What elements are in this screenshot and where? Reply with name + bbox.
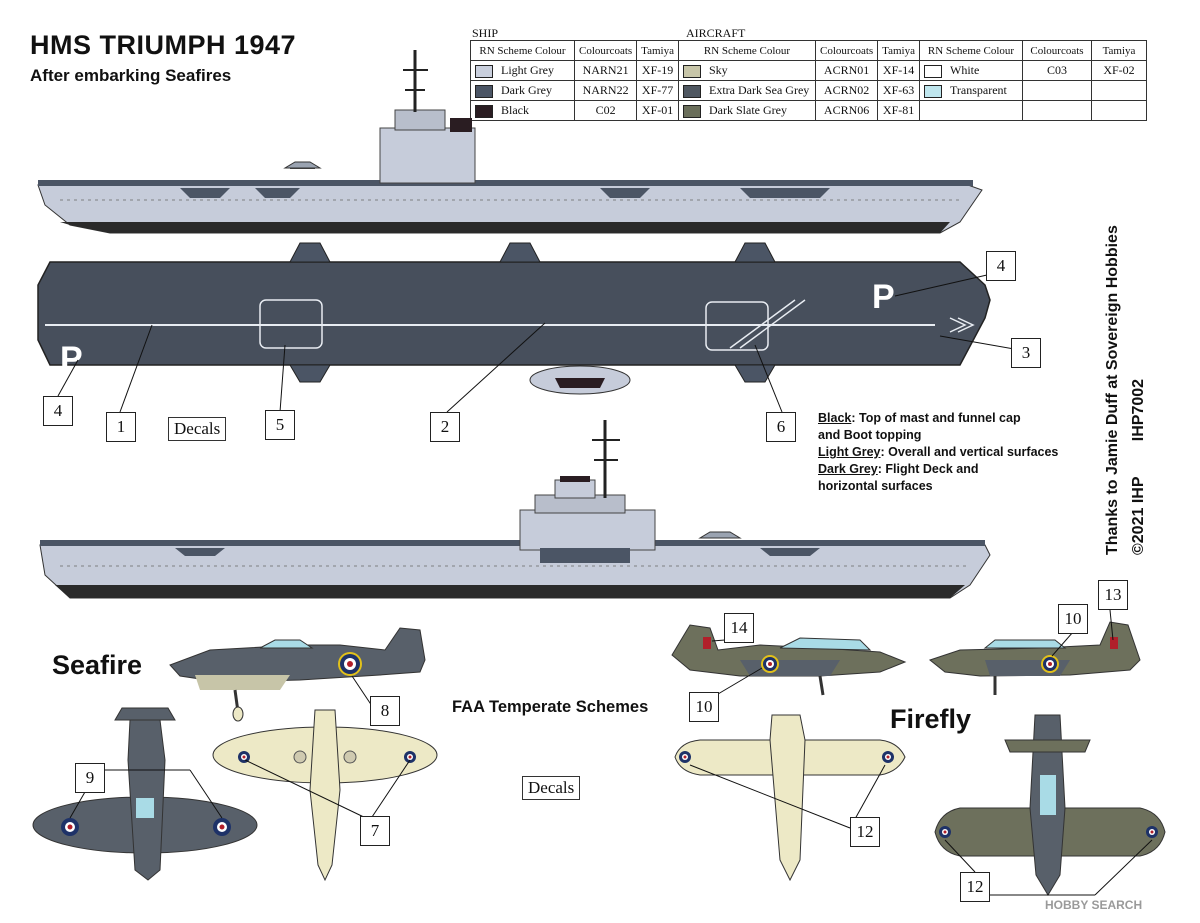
firefly-side-view-right bbox=[928, 621, 1141, 695]
callout-6: 6 bbox=[766, 412, 796, 442]
legend-colourcoats-code: C02 bbox=[573, 100, 638, 121]
credit-line-1: Thanks to Jamie Duff at Sovereign Hobbie… bbox=[1104, 225, 1121, 555]
seafire-plan-upper bbox=[32, 707, 258, 881]
decals-label-top: Decals bbox=[168, 417, 227, 441]
firefly-label: Firefly bbox=[890, 704, 972, 734]
credit-text: Thanks to Jamie Duff at Sovereign Hobbie… bbox=[1100, 225, 1152, 555]
callout-9: 9 bbox=[75, 763, 105, 793]
ship-profile-starboard bbox=[37, 50, 983, 234]
legend-tamiya-code: XF-63 bbox=[877, 80, 920, 101]
deck-letter-aft: P bbox=[60, 340, 83, 378]
note-text: : Overall and vertical surfaces bbox=[880, 445, 1059, 459]
seafire-side-view bbox=[169, 627, 426, 722]
callout-10-left: 10 bbox=[689, 692, 719, 722]
callout-2: 2 bbox=[430, 412, 460, 442]
colour-notes: Black: Top of mast and funnel cap and Bo… bbox=[818, 410, 1058, 495]
note-text: : Flight Deck and bbox=[877, 462, 979, 476]
callout-14: 14 bbox=[724, 613, 754, 643]
note-line: Light Grey: Overall and vertical surface… bbox=[818, 444, 1058, 461]
legend-colour-name: Black bbox=[501, 103, 529, 117]
schemes-label: FAA Temperate Schemes bbox=[452, 698, 649, 716]
callout-10-right: 10 bbox=[1058, 604, 1088, 634]
note-text: : Top of mast and funnel cap bbox=[851, 411, 1021, 425]
firefly-plan-lower bbox=[674, 714, 906, 882]
legend-ship-heading: SHIP bbox=[472, 26, 499, 40]
legend-colour-name: White bbox=[950, 63, 980, 77]
callout-8: 8 bbox=[370, 696, 400, 726]
callout-4-fwd: 4 bbox=[986, 251, 1016, 281]
callout-3: 3 bbox=[1011, 338, 1041, 368]
note-line: Dark Grey: Flight Deck and bbox=[818, 461, 1058, 478]
note-key: Light Grey bbox=[818, 445, 881, 459]
swatch-extra-dark-sea-grey bbox=[683, 84, 701, 98]
leader-lines bbox=[57, 274, 1153, 896]
callout-13: 13 bbox=[1098, 580, 1128, 610]
ship-profile-port bbox=[39, 420, 991, 599]
legend-colour-name: Light Grey bbox=[501, 63, 554, 77]
legend-tamiya-code: XF-81 bbox=[877, 100, 920, 121]
callout-1: 1 bbox=[106, 412, 136, 442]
decals-label-bottom: Decals bbox=[522, 776, 581, 800]
watermark: HOBBY SEARCH bbox=[1045, 898, 1143, 912]
firefly-plan-upper bbox=[934, 714, 1166, 896]
legend-colour-name: Transparent bbox=[950, 83, 1007, 97]
legend-col-tamiya: Tamiya bbox=[1091, 40, 1147, 61]
callout-4-aft: 4 bbox=[43, 396, 73, 426]
legend-row: Black C02 XF-01 Dark Slate Grey ACRN06 X… bbox=[470, 100, 1147, 121]
note-text: and Boot topping bbox=[818, 428, 922, 442]
swatch-dark-grey bbox=[475, 84, 493, 98]
callout-12-upper: 12 bbox=[960, 872, 990, 902]
swatch-black bbox=[475, 104, 493, 118]
firefly-side-view-left bbox=[671, 624, 907, 696]
legend-aircraft-heading: AIRCRAFT bbox=[686, 26, 746, 40]
swatch-dark-slate-grey bbox=[683, 104, 701, 118]
legend-colour-name: Dark Grey bbox=[501, 83, 552, 97]
legend-colourcoats-code: ACRN01 bbox=[814, 60, 879, 81]
legend-col-colourcoats: Colourcoats bbox=[1022, 40, 1092, 61]
note-line: Black: Top of mast and funnel cap bbox=[818, 410, 1058, 427]
swatch-white bbox=[924, 64, 942, 78]
legend-colourcoats-code: ACRN06 bbox=[814, 100, 879, 121]
legend-col-scheme: RN Scheme Colour bbox=[919, 40, 1023, 61]
legend-row: Light Grey NARN21 XF-19 Sky ACRN01 XF-14… bbox=[470, 60, 1147, 81]
legend-tamiya-code: XF-02 bbox=[1091, 60, 1147, 81]
note-key: Black bbox=[818, 411, 852, 425]
deck-letter-fwd: P bbox=[872, 278, 895, 316]
legend-colour-name: Sky bbox=[709, 63, 728, 77]
legend-col-scheme: RN Scheme Colour bbox=[470, 40, 575, 61]
callout-5: 5 bbox=[265, 410, 295, 440]
note-line: horizontal surfaces bbox=[818, 478, 1058, 495]
page-subtitle: After embarking Seafires bbox=[30, 66, 232, 85]
credit-line-2: ©2021 IHP IHP7002 bbox=[1130, 378, 1147, 555]
legend-tamiya-code: XF-14 bbox=[877, 60, 920, 81]
page-title: HMS TRIUMPH 1947 bbox=[30, 30, 297, 60]
legend-tamiya-code: XF-77 bbox=[636, 80, 679, 101]
swatch-transparent bbox=[924, 84, 942, 98]
flight-deck-plan: P P bbox=[37, 242, 991, 395]
note-key: Dark Grey bbox=[818, 462, 878, 476]
note-text: horizontal surfaces bbox=[818, 479, 933, 493]
legend-colourcoats-code: C03 bbox=[1022, 60, 1092, 81]
note-line: and Boot topping bbox=[818, 427, 1058, 444]
seafire-plan-lower bbox=[212, 709, 438, 882]
legend-colour-name: Dark Slate Grey bbox=[709, 103, 787, 117]
legend-colour-name: Extra Dark Sea Grey bbox=[709, 83, 810, 97]
seafire-label: Seafire bbox=[52, 650, 143, 680]
swatch-sky bbox=[683, 64, 701, 78]
callout-12-lower: 12 bbox=[850, 817, 880, 847]
callout-7: 7 bbox=[360, 816, 390, 846]
colour-legend-table: RN Scheme Colour Colourcoats Tamiya RN S… bbox=[470, 40, 1147, 121]
swatch-light-grey bbox=[475, 64, 493, 78]
legend-col-colourcoats: Colourcoats bbox=[814, 40, 879, 61]
